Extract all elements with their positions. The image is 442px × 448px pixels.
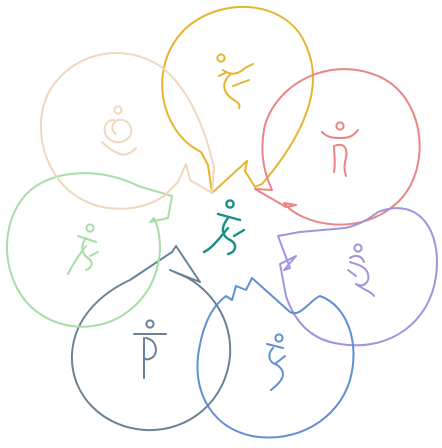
cheering-figure-icon <box>321 121 359 177</box>
petal-left-outline <box>6 172 173 328</box>
petal-left <box>6 172 173 328</box>
petal-top-outline <box>161 5 314 194</box>
petal-bottom-right <box>196 277 355 439</box>
petal-top-right <box>254 68 421 226</box>
bowing-figure-icon <box>347 243 375 297</box>
petal-top <box>161 5 314 194</box>
petal-right <box>277 207 438 347</box>
petal-right-outline <box>277 207 438 347</box>
petal-top-left <box>40 52 215 210</box>
petal-bottom-outline <box>70 245 232 432</box>
walking-figure-icon <box>266 333 286 391</box>
dancing-figure-icon <box>202 199 246 256</box>
petal-top-right-outline <box>254 68 421 226</box>
running-figure-icon <box>67 223 99 275</box>
petal-bottom-right-outline <box>196 277 355 439</box>
petal-top-left-outline <box>40 52 215 210</box>
petal-bottom <box>70 245 232 432</box>
standing-figure-icon <box>133 319 167 379</box>
meditating-figure-icon <box>101 105 137 156</box>
leaping-figure-icon <box>216 53 254 109</box>
